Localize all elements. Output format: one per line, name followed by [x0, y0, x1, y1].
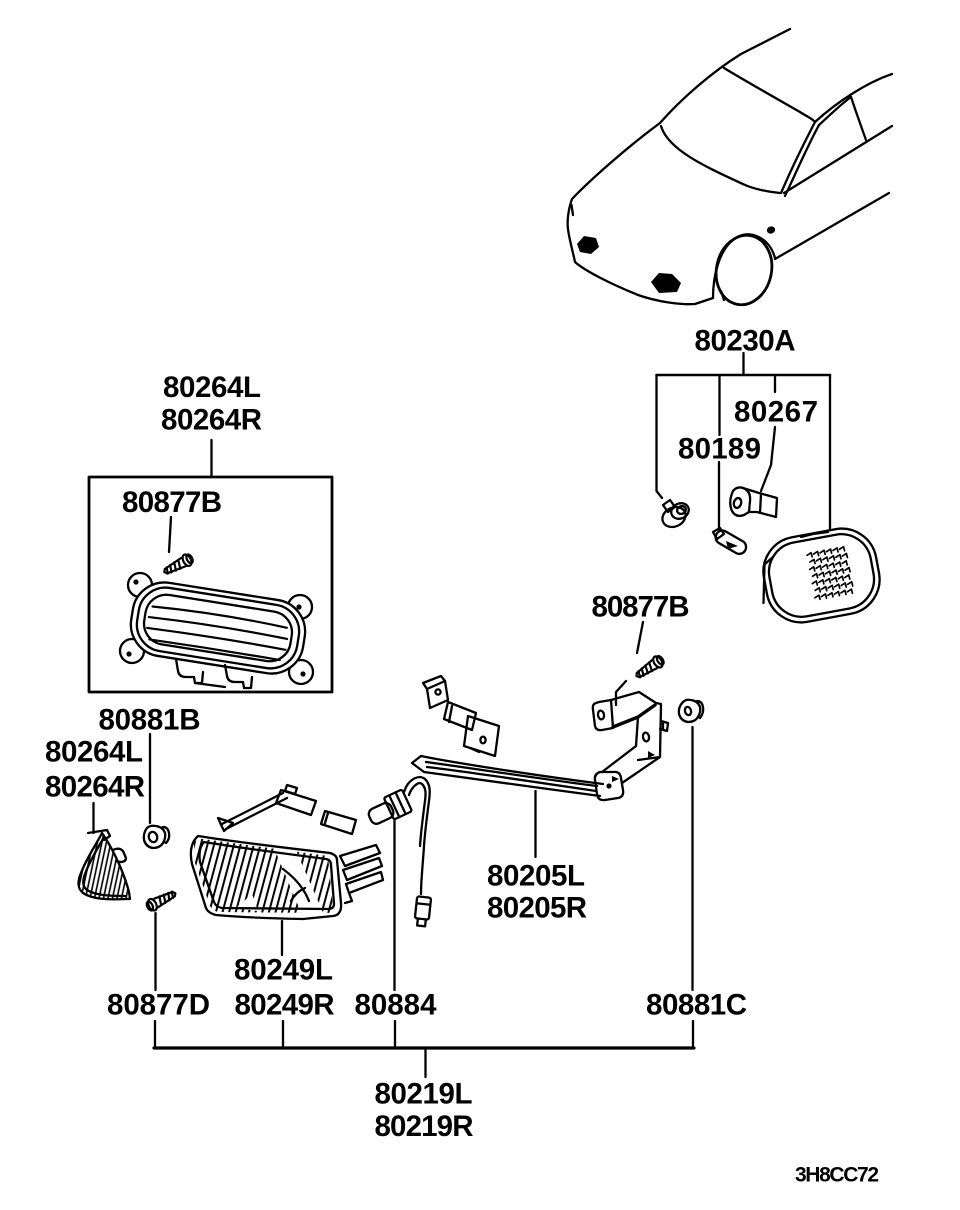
svg-text:80264L: 80264L — [163, 371, 261, 404]
svg-text:80877B: 80877B — [592, 590, 690, 623]
svg-text:80267: 80267 — [734, 395, 818, 428]
svg-text:80877B: 80877B — [122, 486, 222, 519]
svg-text:3H8CC72: 3H8CC72 — [795, 1164, 879, 1187]
svg-text:80219R: 80219R — [375, 1110, 474, 1143]
svg-text:80264R: 80264R — [45, 770, 145, 803]
svg-text:80249R: 80249R — [235, 988, 335, 1021]
svg-text:80219L: 80219L — [375, 1077, 473, 1110]
svg-text:80881C: 80881C — [646, 988, 747, 1021]
svg-text:80877D: 80877D — [107, 988, 210, 1021]
svg-text:80249L: 80249L — [234, 953, 333, 986]
svg-text:80230A: 80230A — [695, 324, 796, 357]
svg-text:80264L: 80264L — [45, 735, 143, 768]
svg-text:80884: 80884 — [355, 988, 438, 1021]
svg-text:80264R: 80264R — [161, 404, 262, 437]
svg-text:80205R: 80205R — [487, 891, 587, 924]
svg-text:80881B: 80881B — [99, 703, 201, 736]
svg-text:80205L: 80205L — [487, 859, 585, 892]
svg-text:80189: 80189 — [678, 432, 761, 465]
